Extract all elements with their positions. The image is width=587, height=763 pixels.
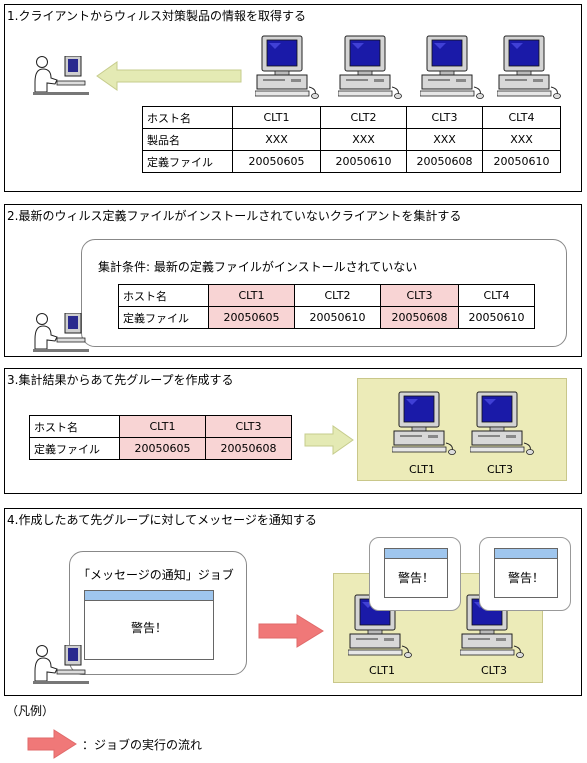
legend-flow-label: ：ジョブの実行の流れ (82, 738, 203, 752)
row-header-def: 定義ファイル (142, 150, 233, 173)
section-4-panel: 4.作成したあて先グループに対してメッセージを通知する 「メッセージの通知」ジョ… (4, 508, 582, 696)
def-cell: 20050610 (320, 150, 407, 173)
product-cell: XXX (482, 128, 561, 151)
host-cell: CLT2 (320, 106, 407, 129)
section-3-panel: 3.集計結果からあて先グループを作成する ホスト名 CLT1 CLT3 定義ファ… (4, 368, 582, 494)
def-cell: 20050610 (294, 306, 381, 329)
admin-user-icon (33, 313, 89, 353)
job-bubble: 「メッセージの通知」ジョブ 警告！ (69, 551, 247, 675)
product-cell: XXX (320, 128, 407, 151)
window-titlebar (495, 549, 557, 559)
client-info-table: ホスト名 CLT1 CLT2 CLT3 CLT4 製品名 XXX XXX XXX… (142, 106, 561, 173)
product-cell: XXX (406, 128, 483, 151)
legend-flow-arrow (27, 729, 77, 759)
warning-popup: 警告！ (479, 537, 571, 611)
window-titlebar (385, 549, 447, 559)
host-cell-highlighted: CLT3 (380, 284, 459, 307)
admin-user-icon (33, 56, 89, 96)
product-cell: XXX (232, 128, 321, 151)
def-cell: 20050605 (232, 150, 321, 173)
row-header-host: ホスト名 (118, 284, 209, 307)
def-cell-highlighted: 20050608 (380, 306, 459, 329)
host-cell: CLT1 (232, 106, 321, 129)
host-cell: CLT4 (482, 106, 561, 129)
host-cell-highlighted: CLT1 (119, 415, 206, 438)
host-cell: CLT2 (294, 284, 381, 307)
client-pc-icon (255, 35, 319, 99)
collect-arrow-left (96, 61, 242, 91)
client-pc-icon (497, 35, 561, 99)
group-host-label: CLT3 (486, 463, 513, 476)
host-cell: CLT4 (458, 284, 535, 307)
section-4-title: 4.作成したあて先グループに対してメッセージを通知する (7, 513, 317, 527)
def-cell-highlighted: 20050605 (208, 306, 295, 329)
warning-window: 警告！ (494, 548, 558, 598)
row-header-host: ホスト名 (142, 106, 233, 129)
client-pc-icon (338, 35, 402, 99)
client-pc-icon (420, 35, 484, 99)
job-label: 「メッセージの通知」ジョブ (78, 568, 234, 582)
section-2-panel: 2.最新のウィルス定義ファイルがインストールされていないクライアントを集計する … (4, 204, 582, 357)
admin-user-icon (33, 645, 89, 685)
group-host-label: CLT1 (368, 664, 395, 677)
section-1-title: 1.クライアントからウィルス対策製品の情報を取得する (7, 9, 306, 23)
section-1-panel: 1.クライアントからウィルス対策製品の情報を取得する ホスト名 CLT1 CLT… (4, 4, 582, 192)
destination-group: CLT1 CLT3 (357, 378, 567, 481)
def-cell: 20050610 (482, 150, 561, 173)
result-table: ホスト名 CLT1 CLT3 定義ファイル 20050605 20050608 (29, 415, 292, 460)
group-host-label: CLT3 (480, 664, 507, 677)
def-cell-highlighted: 20050605 (119, 437, 206, 460)
section-3-title: 3.集計結果からあて先グループを作成する (7, 373, 234, 387)
row-header-host: ホスト名 (29, 415, 120, 438)
row-header-def: 定義ファイル (29, 437, 120, 460)
condition-table: ホスト名 CLT1 CLT2 CLT3 CLT4 定義ファイル 20050605… (118, 284, 535, 329)
condition-text: 集計条件: 最新の定義ファイルがインストールされていない (98, 260, 418, 274)
warning-popup: 警告！ (369, 537, 461, 611)
host-cell-highlighted: CLT1 (208, 284, 295, 307)
row-header-def: 定義ファイル (118, 306, 209, 329)
client-pc-icon (392, 391, 456, 455)
warning-window: 警告！ (84, 590, 214, 660)
warning-text: 警告！ (130, 621, 167, 635)
warning-text: 警告！ (507, 571, 544, 585)
row-header-product: 製品名 (142, 128, 233, 151)
def-cell: 20050608 (406, 150, 483, 173)
def-cell: 20050610 (458, 306, 535, 329)
condition-bubble: 集計条件: 最新の定義ファイルがインストールされていない ホスト名 CLT1 C… (81, 239, 567, 347)
def-cell-highlighted: 20050608 (205, 437, 292, 460)
legend-title: （凡例） (6, 704, 55, 718)
group-arrow-right (304, 425, 354, 455)
host-cell-highlighted: CLT3 (205, 415, 292, 438)
warning-window: 警告！ (384, 548, 448, 598)
warning-text: 警告！ (397, 571, 434, 585)
window-titlebar (85, 591, 213, 601)
section-2-title: 2.最新のウィルス定義ファイルがインストールされていないクライアントを集計する (7, 209, 462, 223)
group-host-label: CLT1 (408, 463, 435, 476)
host-cell: CLT3 (406, 106, 483, 129)
client-pc-icon (470, 391, 534, 455)
job-flow-arrow (258, 614, 324, 648)
